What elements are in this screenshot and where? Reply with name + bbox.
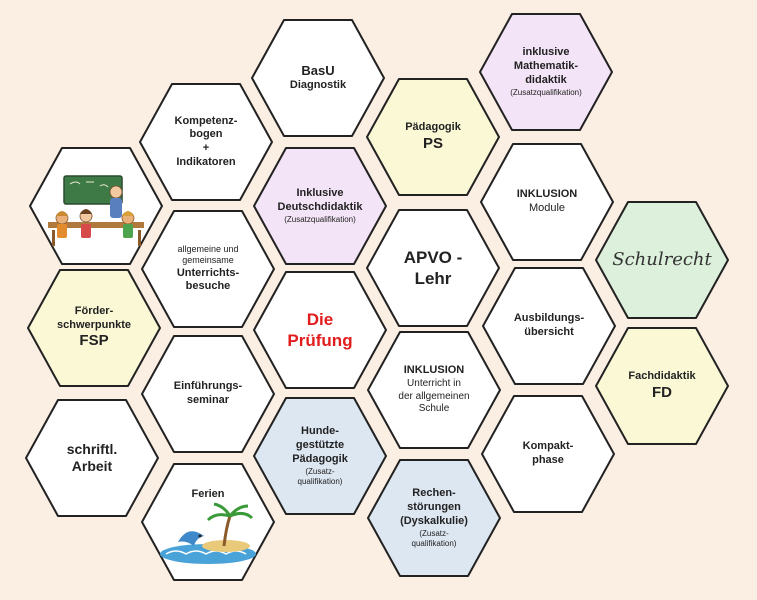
hexagon-shape (251, 19, 385, 137)
hex-paedagogik-abbr: PS (422, 134, 443, 152)
hexagon-shape (481, 395, 615, 513)
hex-fachdidaktik-label: Fachdidaktik (628, 369, 696, 382)
hex-inklusive-deutschdidaktik[interactable]: Inklusive Deutschdidaktik (Zusatzqualifi… (252, 146, 388, 266)
hex-ub-line1: allgemeine und (177, 244, 239, 254)
hex-kompakt-line2: phase (532, 454, 564, 466)
hex-einfuehrungsseminar[interactable]: Einführungs- seminar (140, 334, 276, 454)
hex-kompaktphase[interactable]: Kompakt- phase (480, 394, 616, 514)
hex-ferien-label: Ferien (191, 488, 225, 500)
hexagon-shape (595, 201, 729, 319)
hex-apvo-line1: APVO - (403, 247, 463, 267)
hex-deutsch-line2: Deutschdidaktik (277, 201, 363, 213)
hex-hunde-line3: Pädagogik (292, 452, 348, 465)
hex-apvo-line2: Lehr (414, 269, 452, 288)
hexagon-shape (480, 143, 614, 261)
hex-apvo-lehr[interactable]: APVO - Lehr (365, 208, 501, 328)
hex-rechen-line3: (Dyskalkulie) (400, 514, 468, 527)
hex-rechenstoerungen[interactable]: Rechen- störungen (Dyskalkulie) (Zusatz-… (366, 458, 502, 578)
hex-deutsch-line1: Inklusive (296, 187, 344, 200)
classroom-icon (48, 175, 144, 246)
hex-ausbildung-line1: Ausbildungs- (513, 312, 585, 325)
hex-rechen-note1: (Zusatz- (419, 528, 449, 538)
hex-schriftliche-arbeit[interactable]: schriftl. Arbeit (24, 398, 160, 518)
hex-rechen-note2: qualifikation) (411, 538, 457, 548)
hex-ub-line2: gemeinsame (182, 255, 234, 266)
hexagon-shape (253, 271, 387, 389)
hex-ferien[interactable]: Ferien (140, 462, 276, 582)
hex-inklusion-unterricht-line3: der allgemeinen (398, 390, 470, 402)
hex-inklusion-unterricht-line4: Schule (418, 403, 450, 415)
hex-fachdidaktik-abbr: FD (652, 383, 672, 401)
hex-kompakt-line1: Kompakt- (522, 440, 574, 453)
hex-kompetenz-line1: Kompetenz- (174, 114, 238, 127)
hex-hundegestuetzte-paedagogik[interactable]: Hunde- gestützte Pädagogik (Zusatz- qual… (252, 396, 388, 516)
hexagon-shape (482, 267, 616, 385)
hex-kompetenz-line3: + (202, 142, 210, 154)
hex-schulrecht[interactable]: Schulrecht (594, 200, 730, 320)
hex-paedagogik-ps[interactable]: Pädagogik PS (365, 77, 501, 197)
hex-mathe-line1: inklusive (522, 46, 570, 59)
hex-foerder-line1: Förder- (74, 304, 114, 317)
hex-inklusion-module[interactable]: INKLUSION Module (479, 142, 615, 262)
hex-basu[interactable]: BasU Diagnostik (250, 18, 386, 138)
hex-inklusion-unterricht-line2: Unterricht in (407, 378, 461, 390)
hex-hunde-note2: qualifikation) (297, 476, 343, 486)
hex-inklusion-module-sub: Module (528, 202, 566, 214)
hex-ausbildung-line2: übersicht (524, 326, 574, 338)
hex-foerder-line2: schwerpunkte (57, 318, 131, 331)
hexagon-shape (595, 327, 729, 445)
hex-hunde-note1: (Zusatz- (305, 466, 335, 476)
hex-hunde-line1: Hunde- (301, 425, 339, 438)
hex-die-pruefung[interactable]: Die Prüfung (252, 270, 388, 390)
hex-deutsch-note: (Zusatzqualifikation) (284, 214, 356, 224)
hex-hunde-line2: gestützte (295, 439, 345, 452)
hexagon-shape (367, 331, 501, 449)
hex-basu-title: BasU (301, 63, 335, 78)
hexagon-shape (367, 459, 501, 577)
hex-pruefung-line1: Die (306, 309, 334, 329)
hex-pruefung-line2: Prüfung (287, 331, 353, 350)
island-icon (160, 502, 256, 564)
hex-paedagogik-label: Pädagogik (405, 120, 461, 133)
hex-ub-line4: besuche (185, 280, 231, 293)
hexagon-shape (366, 209, 500, 327)
hex-ub-line3: Unterrichts- (176, 266, 240, 279)
hex-kompetenz-line4: Indikatoren (176, 155, 236, 168)
hexagon-shape (139, 83, 273, 201)
hex-foerder-abbr: FSP (79, 332, 109, 350)
hexagon-shape (141, 210, 275, 328)
hex-schriftl-line2: Arbeit (71, 458, 113, 474)
hex-foerderschwerpunkte[interactable]: Förder- schwerpunkte FSP (26, 268, 162, 388)
hex-rechen-line1: Rechen- (412, 487, 456, 500)
hexagon-shape (253, 397, 387, 515)
hex-schriftl-line1: schriftl. (66, 440, 118, 457)
hex-einfuehrung-line2: seminar (186, 394, 230, 406)
hexagon-shape (27, 269, 161, 387)
hex-classroom-picture[interactable] (28, 146, 164, 266)
hex-inklusion-module-title: INKLUSION (516, 188, 578, 201)
hexagon-shape (253, 147, 387, 265)
hex-einfuehrung-line1: Einführungs- (173, 380, 243, 393)
hex-kompetenz-line2: bogen (189, 128, 223, 141)
hex-schulrecht-label: Schulrecht (612, 248, 712, 270)
hex-mathe-line2: Mathematik- (513, 60, 579, 73)
hex-kompetenzbogen[interactable]: Kompetenz- bogen + Indikatoren (138, 82, 274, 202)
hexagon-shape (366, 78, 500, 196)
hex-inklusion-unterricht-title: INKLUSION (403, 364, 465, 377)
hex-basu-subtitle: Diagnostik (289, 79, 347, 92)
hex-mathe-note: (Zusatzqualifikation) (510, 87, 582, 97)
hexagon-shape (25, 399, 159, 517)
hexagon-shape (141, 335, 275, 453)
hex-rechen-line2: störungen (407, 501, 461, 514)
hex-fachdidaktik[interactable]: Fachdidaktik FD (594, 326, 730, 446)
hex-ausbildungsuebersicht[interactable]: Ausbildungs- übersicht (481, 266, 617, 386)
hex-mathe-line3: didaktik (525, 73, 567, 86)
hex-inklusion-unterricht[interactable]: INKLUSION Unterricht in der allgemeinen … (366, 330, 502, 450)
hex-inklusive-mathematikdidaktik[interactable]: inklusive Mathematik- didaktik (Zusatzqu… (478, 12, 614, 132)
hex-unterrichtsbesuche[interactable]: allgemeine und gemeinsame Unterrichts- b… (140, 209, 276, 329)
hexagon-shape (479, 13, 613, 131)
